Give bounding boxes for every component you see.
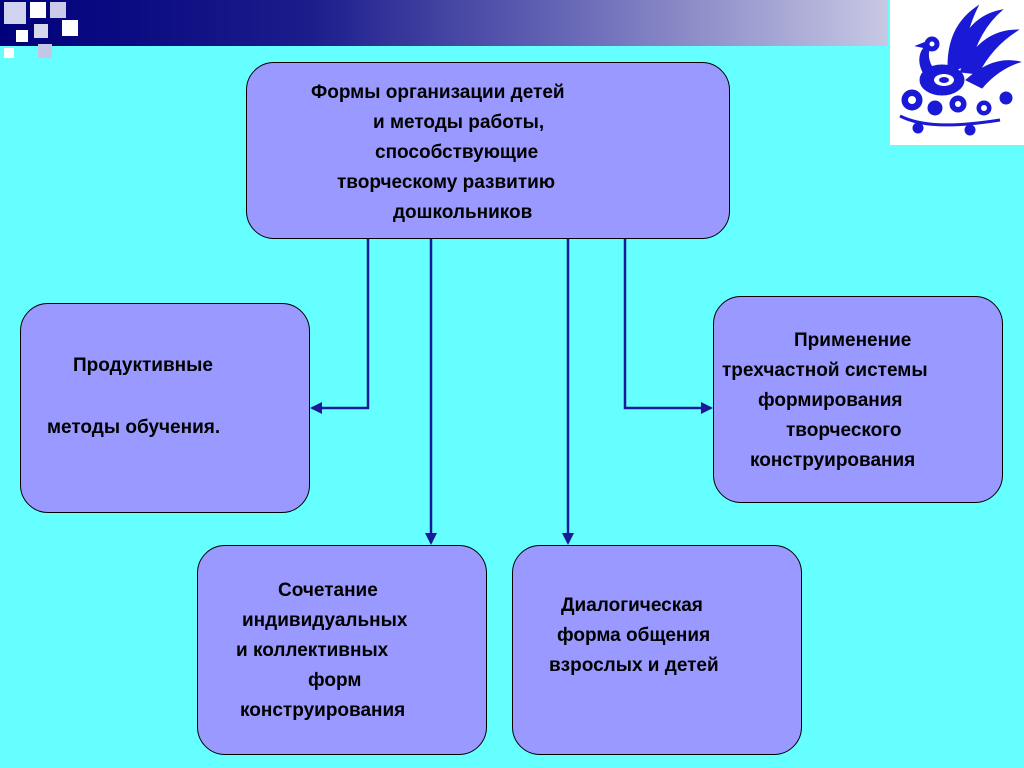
combination-line-2: индивидуальных <box>242 610 408 631</box>
decorative-squares-icon <box>4 2 78 58</box>
root-line-3: способствующие <box>375 142 539 163</box>
productive-line-3: методы обучения. <box>47 417 221 438</box>
three-part-line-2: трехчастной системы <box>722 360 928 381</box>
three-part-line-4: творческого <box>786 420 902 441</box>
arrow-to-productive <box>310 238 370 414</box>
three-part-line-3: формирования <box>758 390 903 411</box>
dialogic-communication-node: Диалогическая форма общения взрослых и д… <box>512 545 802 755</box>
dialogic-line-2: форма общения <box>557 625 711 646</box>
three-part-line-5: конструирования <box>750 450 916 471</box>
combination-line-4: форм <box>308 670 362 691</box>
combination-forms-node: Сочетание индивидуальных и коллективных … <box>197 545 487 755</box>
arrow-to-three-part <box>623 238 713 414</box>
combination-line-3: и коллективных <box>236 640 389 661</box>
corner-ornament-panel <box>890 0 1024 145</box>
top-gradient-band <box>0 0 888 46</box>
combination-line-1: Сочетание <box>278 580 378 601</box>
firebird-ornament-icon <box>899 4 1022 136</box>
dialogic-line-3: взрослых и детей <box>549 655 719 676</box>
productive-line-1: Продуктивные <box>73 355 213 376</box>
productive-methods-node: Продуктивные методы обучения. <box>20 303 310 513</box>
root-line-1: Формы организации детей <box>311 82 565 103</box>
root-line-4: творческому развитию <box>337 172 556 193</box>
three-part-line-1: Применение <box>794 330 912 351</box>
dialogic-line-1: Диалогическая <box>561 595 703 616</box>
root-line-5: дошкольников <box>393 202 533 223</box>
root-line-2: и методы работы, <box>373 112 545 133</box>
three-part-system-node: Применение трехчастной системы формирова… <box>713 296 1003 503</box>
combination-line-5: конструирования <box>240 700 406 721</box>
root-node: Формы организации детей и методы работы,… <box>246 62 730 239</box>
